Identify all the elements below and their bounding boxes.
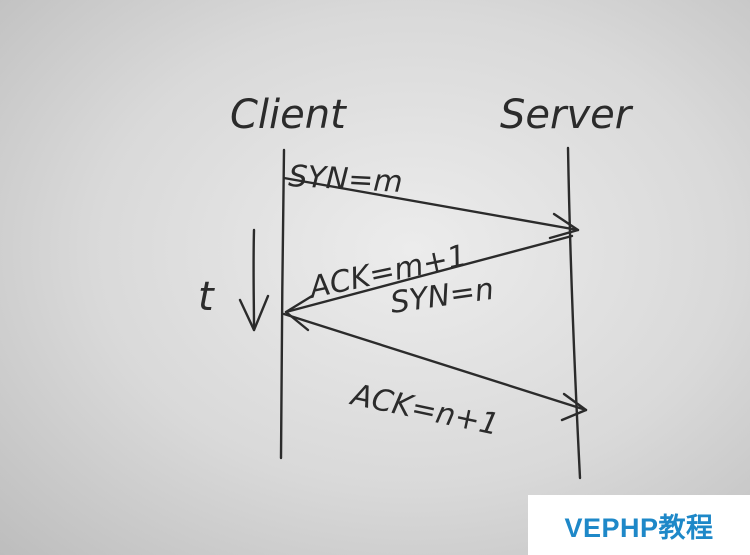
synack-arrow bbox=[284, 234, 574, 314]
syn-m-label: SYN=m bbox=[288, 159, 404, 200]
watermark-box: VEPHP教程 bbox=[528, 495, 750, 555]
syn-m-arrow bbox=[282, 176, 580, 232]
ack-n1-arrow bbox=[282, 312, 588, 412]
syn-m-arrowhead bbox=[548, 212, 580, 240]
watermark-text: VEPHP教程 bbox=[564, 512, 714, 543]
time-arrowhead-icon bbox=[238, 294, 270, 332]
time-label: t bbox=[198, 274, 215, 320]
ack-n1-arrowhead bbox=[560, 392, 588, 422]
server-lifeline bbox=[566, 146, 582, 480]
ack-n1-label: ACK=n+1 bbox=[346, 377, 501, 443]
client-label: Client bbox=[230, 92, 347, 138]
client-lifeline bbox=[279, 148, 286, 460]
synack-arrowhead bbox=[284, 294, 314, 332]
server-label: Server bbox=[500, 92, 634, 138]
